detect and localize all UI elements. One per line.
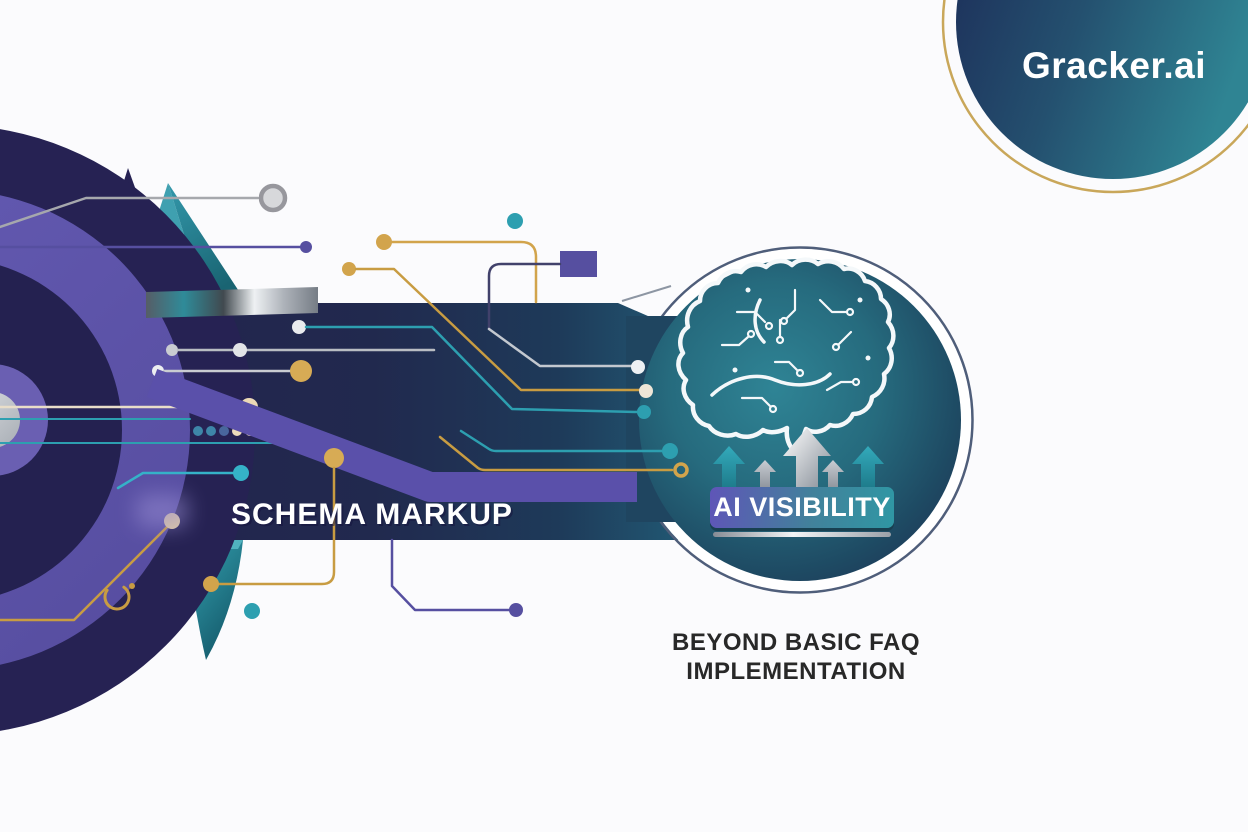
left-circuit-rings xyxy=(0,129,255,731)
caption-line-1: BEYOND BASIC FAQ xyxy=(671,629,921,656)
metallic-bar xyxy=(146,287,318,318)
glow-highlight xyxy=(136,494,188,528)
growth-arrows-icon xyxy=(713,428,884,488)
caption-line-2: IMPLEMENTATION xyxy=(686,658,906,685)
brand-logo: Gracker.ai xyxy=(1022,45,1206,86)
purple-stripe xyxy=(146,368,637,502)
circuit-traces xyxy=(0,183,689,622)
ai-visibility-badge: AI VISIBILITY xyxy=(710,487,894,528)
ai-circle xyxy=(621,246,974,594)
caption-text: BEYOND BASIC FAQ IMPLEMENTATION xyxy=(640,628,952,686)
band-gap-line xyxy=(621,285,672,302)
circuit-node-icon xyxy=(258,183,288,213)
badge-underline xyxy=(713,532,891,537)
gold-spinner-icon xyxy=(103,583,135,611)
schema-markup-label: SCHEMA MARKUP xyxy=(231,498,513,531)
logo-circle xyxy=(941,0,1248,194)
chip-shape xyxy=(560,251,597,277)
brain-circuit-icon xyxy=(676,257,896,453)
